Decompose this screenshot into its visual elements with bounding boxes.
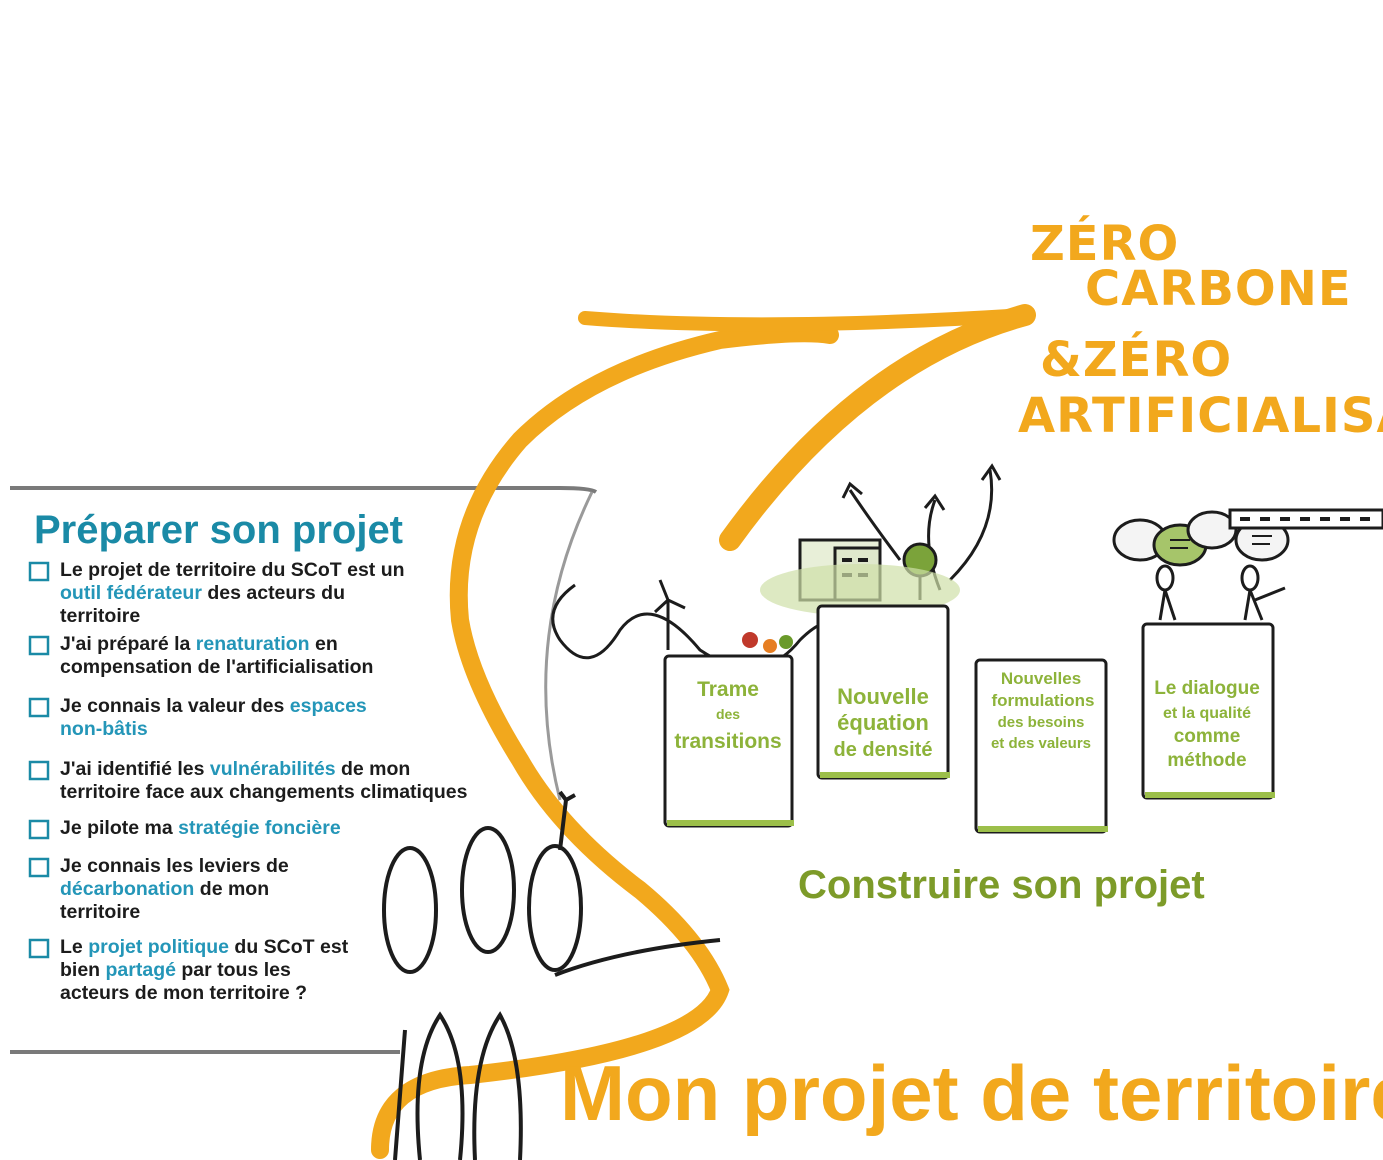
card-trame-line-1: Trame bbox=[697, 678, 759, 701]
checkbox-icon bbox=[28, 697, 50, 718]
fruit-icon bbox=[742, 632, 758, 648]
checkbox-icon bbox=[28, 938, 50, 959]
checkbox-icon bbox=[28, 857, 50, 878]
decorations bbox=[551, 463, 1383, 679]
curved-arrow-left-head bbox=[841, 481, 863, 499]
checklist-item-line: non-bâtis bbox=[60, 718, 148, 740]
character-head-icon bbox=[382, 846, 438, 974]
curved-arrow-right bbox=[948, 469, 994, 582]
characters bbox=[382, 790, 721, 1160]
checklist-item-line: acteurs de mon territoire ? bbox=[60, 982, 307, 1004]
pointing-arm-icon bbox=[554, 938, 721, 977]
wind-turbine-blades bbox=[653, 579, 686, 614]
person-body-icon-2 bbox=[1243, 586, 1286, 621]
checklist-item-line: J'ai identifié les vulnérabilités de mon bbox=[60, 758, 410, 780]
checkbox-icon bbox=[28, 561, 50, 582]
goal-text: ZÉRO CARBONE &ZÉRO ARTIFICIALISATION bbox=[1018, 215, 1383, 444]
checkbox-icon bbox=[28, 819, 50, 840]
curved-arrow-mid-head bbox=[923, 493, 946, 511]
board-right-edge bbox=[544, 491, 594, 801]
card-trame-line-2: des bbox=[716, 706, 740, 722]
card-besoins-line-1: Nouvelles bbox=[1001, 669, 1081, 688]
checkbox-icon bbox=[28, 635, 50, 656]
construire-title: Construire son projet bbox=[798, 863, 1205, 907]
person-body-icon bbox=[1158, 589, 1177, 621]
checklist-item-line: territoire bbox=[60, 605, 140, 627]
curved-arrow-left bbox=[848, 489, 902, 561]
card-besoins-line-3: des besoins bbox=[998, 714, 1085, 731]
character-head-icon-2 bbox=[460, 826, 516, 954]
goal-line-4: ARTIFICIALISATION bbox=[1018, 388, 1383, 444]
card-besoins: Nouvelles formulations des besoins et de… bbox=[974, 658, 1108, 834]
person-head-icon-2 bbox=[1240, 564, 1260, 592]
bubble-lines bbox=[1170, 535, 1272, 549]
character-head-icon-3 bbox=[527, 844, 583, 972]
green-vegetation bbox=[760, 564, 960, 616]
checkbox-icon bbox=[28, 760, 50, 781]
card-besoins-line-2: formulations bbox=[992, 691, 1095, 710]
checklist-item-line: outil fédérateur des acteurs du bbox=[60, 582, 345, 604]
arrow-head-stroke bbox=[719, 304, 1036, 551]
preparer-title: Préparer son projet bbox=[34, 508, 403, 552]
fruit-icon-2 bbox=[763, 639, 777, 653]
building-windows bbox=[842, 558, 868, 577]
fruit-icon-3 bbox=[779, 635, 793, 649]
card-dialogue: Le dialogue et la qualité comme méthode bbox=[1141, 622, 1275, 800]
goal-line-1: ZÉRO bbox=[1030, 215, 1179, 272]
checklist-item-line: Le projet de territoire du SCoT est un bbox=[60, 559, 405, 581]
person-head-icon bbox=[1155, 564, 1175, 592]
speech-bubble-icon-3 bbox=[1186, 510, 1238, 550]
card-dialogue-line-1: Le dialogue bbox=[1154, 678, 1260, 699]
card-trame-line-3: transitions bbox=[674, 730, 781, 753]
card-densite-line-1: Nouvelle bbox=[837, 684, 929, 709]
checklist-item-line: décarbonation de mon bbox=[60, 878, 269, 900]
card-dialogue-line-2: et la qualité bbox=[1163, 705, 1251, 722]
board-top-edge bbox=[10, 486, 598, 494]
curved-arrow-right-head bbox=[980, 463, 1002, 481]
checklist-item-line: Je pilote ma stratégie foncière bbox=[60, 817, 341, 839]
goal-line-2: CARBONE bbox=[1085, 261, 1352, 317]
checklist-item-line: compensation de l'artificialisation bbox=[60, 656, 373, 678]
checklist-item-line: J'ai préparé la renaturation en bbox=[60, 633, 338, 655]
character-bodies-icon bbox=[393, 1011, 523, 1160]
preparer-board: Préparer son projet Le projet de territo… bbox=[10, 486, 598, 1054]
raised-arm-icon bbox=[558, 790, 576, 851]
card-trame: Trame des transitions bbox=[663, 654, 794, 828]
arrow-top-sweep bbox=[578, 308, 1032, 332]
card-dialogue-line-3: comme bbox=[1174, 726, 1241, 747]
card-densite: Nouvelle équation de densité bbox=[816, 604, 950, 780]
checklist-item-line: Je connais les leviers de bbox=[60, 855, 289, 877]
card-besoins-line-4: et des valeurs bbox=[991, 735, 1091, 752]
arrow-main-curve bbox=[371, 324, 839, 1159]
orange-arrow bbox=[371, 304, 1036, 1159]
checklist-item-line: Je connais la valeur des espaces bbox=[60, 695, 367, 717]
goal-line-3: &ZÉRO bbox=[1040, 331, 1232, 388]
checklist-item-line: Le projet politique du SCoT est bbox=[60, 936, 349, 958]
checklist-item-line: territoire bbox=[60, 901, 140, 923]
checklist-item-line: bien partagé par tous les bbox=[60, 959, 291, 981]
checklist: Le projet de territoire du SCoT est unou… bbox=[28, 559, 468, 1004]
card-densite-line-2: équation bbox=[837, 710, 929, 735]
checklist-item-line: territoire face aux changements climatiq… bbox=[60, 781, 468, 803]
main-title: Mon projet de territoire bbox=[560, 1049, 1383, 1137]
card-densite-line-3: de densité bbox=[834, 739, 933, 761]
card-dialogue-line-4: méthode bbox=[1167, 750, 1246, 771]
